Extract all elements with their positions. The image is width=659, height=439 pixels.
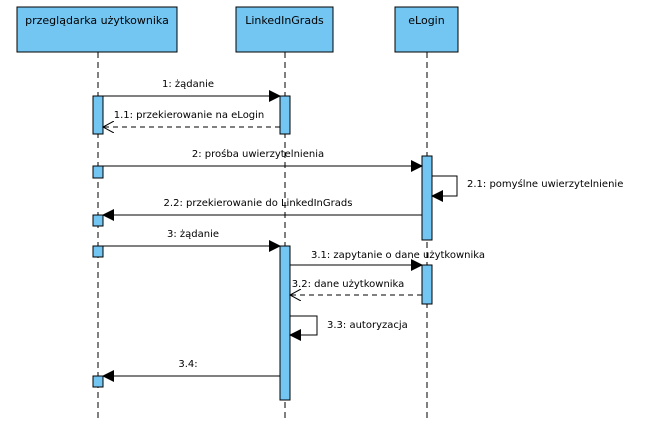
participant-box-elogin (394, 6, 459, 53)
activation-bar-linkedin (279, 95, 291, 135)
participant-name: LinkedInGrads (245, 14, 324, 27)
message-self: 2.1: pomyślne uwierzytelnienie (431, 175, 623, 202)
participant-box-browser (16, 6, 178, 53)
message-label: 3.2: dane użytkownika (292, 279, 405, 290)
message-call: 3.1: zapytanie o dane użytkownika (290, 250, 485, 271)
message-call: 3.4: (102, 359, 280, 382)
message-call: 1: żądanie (103, 79, 281, 102)
activation-bar-elogin (421, 264, 433, 305)
participant-name: przeglądarka użytkownika (25, 14, 169, 27)
message-reply: 3.2: dane użytkownika (290, 279, 422, 295)
message-label: 3.3: autoryzacja (327, 320, 408, 331)
activation-bar-browser (92, 375, 104, 388)
activation-bar-browser (92, 245, 104, 258)
message-label: 1.1: przekierowanie na eLogin (114, 110, 265, 121)
activation-bar-browser (92, 165, 104, 179)
message-label: 1: żądanie (162, 79, 214, 90)
message-label: 3.1: zapytanie o dane użytkownika (311, 250, 485, 261)
message-call: 2: prośba uwierzytelnienia (103, 148, 423, 172)
activation-bar-linkedin (279, 245, 291, 401)
message-call: 2.2: przekierowanie do LinkedInGrads (102, 198, 422, 221)
message-self: 3.3: autoryzacja (289, 315, 408, 341)
message-reply: 1.1: przekierowanie na eLogin (103, 110, 280, 127)
participant-name: eLogin (408, 14, 444, 27)
participant-box-linkedin (235, 6, 334, 53)
message-label: 3.4: (178, 359, 197, 370)
activation-bar-elogin (421, 155, 433, 241)
message-label: 3: żądanie (167, 229, 219, 240)
message-call: 3: żądanie (103, 229, 281, 252)
activation-bar-browser (92, 214, 104, 227)
message-arrow (289, 315, 318, 341)
message-label: 2.2: przekierowanie do LinkedInGrads (164, 198, 353, 209)
activation-bar-browser (92, 95, 104, 135)
message-arrow (431, 175, 458, 202)
message-label: 2.1: pomyślne uwierzytelnienie (467, 178, 623, 190)
message-label: 2: prośba uwierzytelnienia (192, 148, 324, 160)
